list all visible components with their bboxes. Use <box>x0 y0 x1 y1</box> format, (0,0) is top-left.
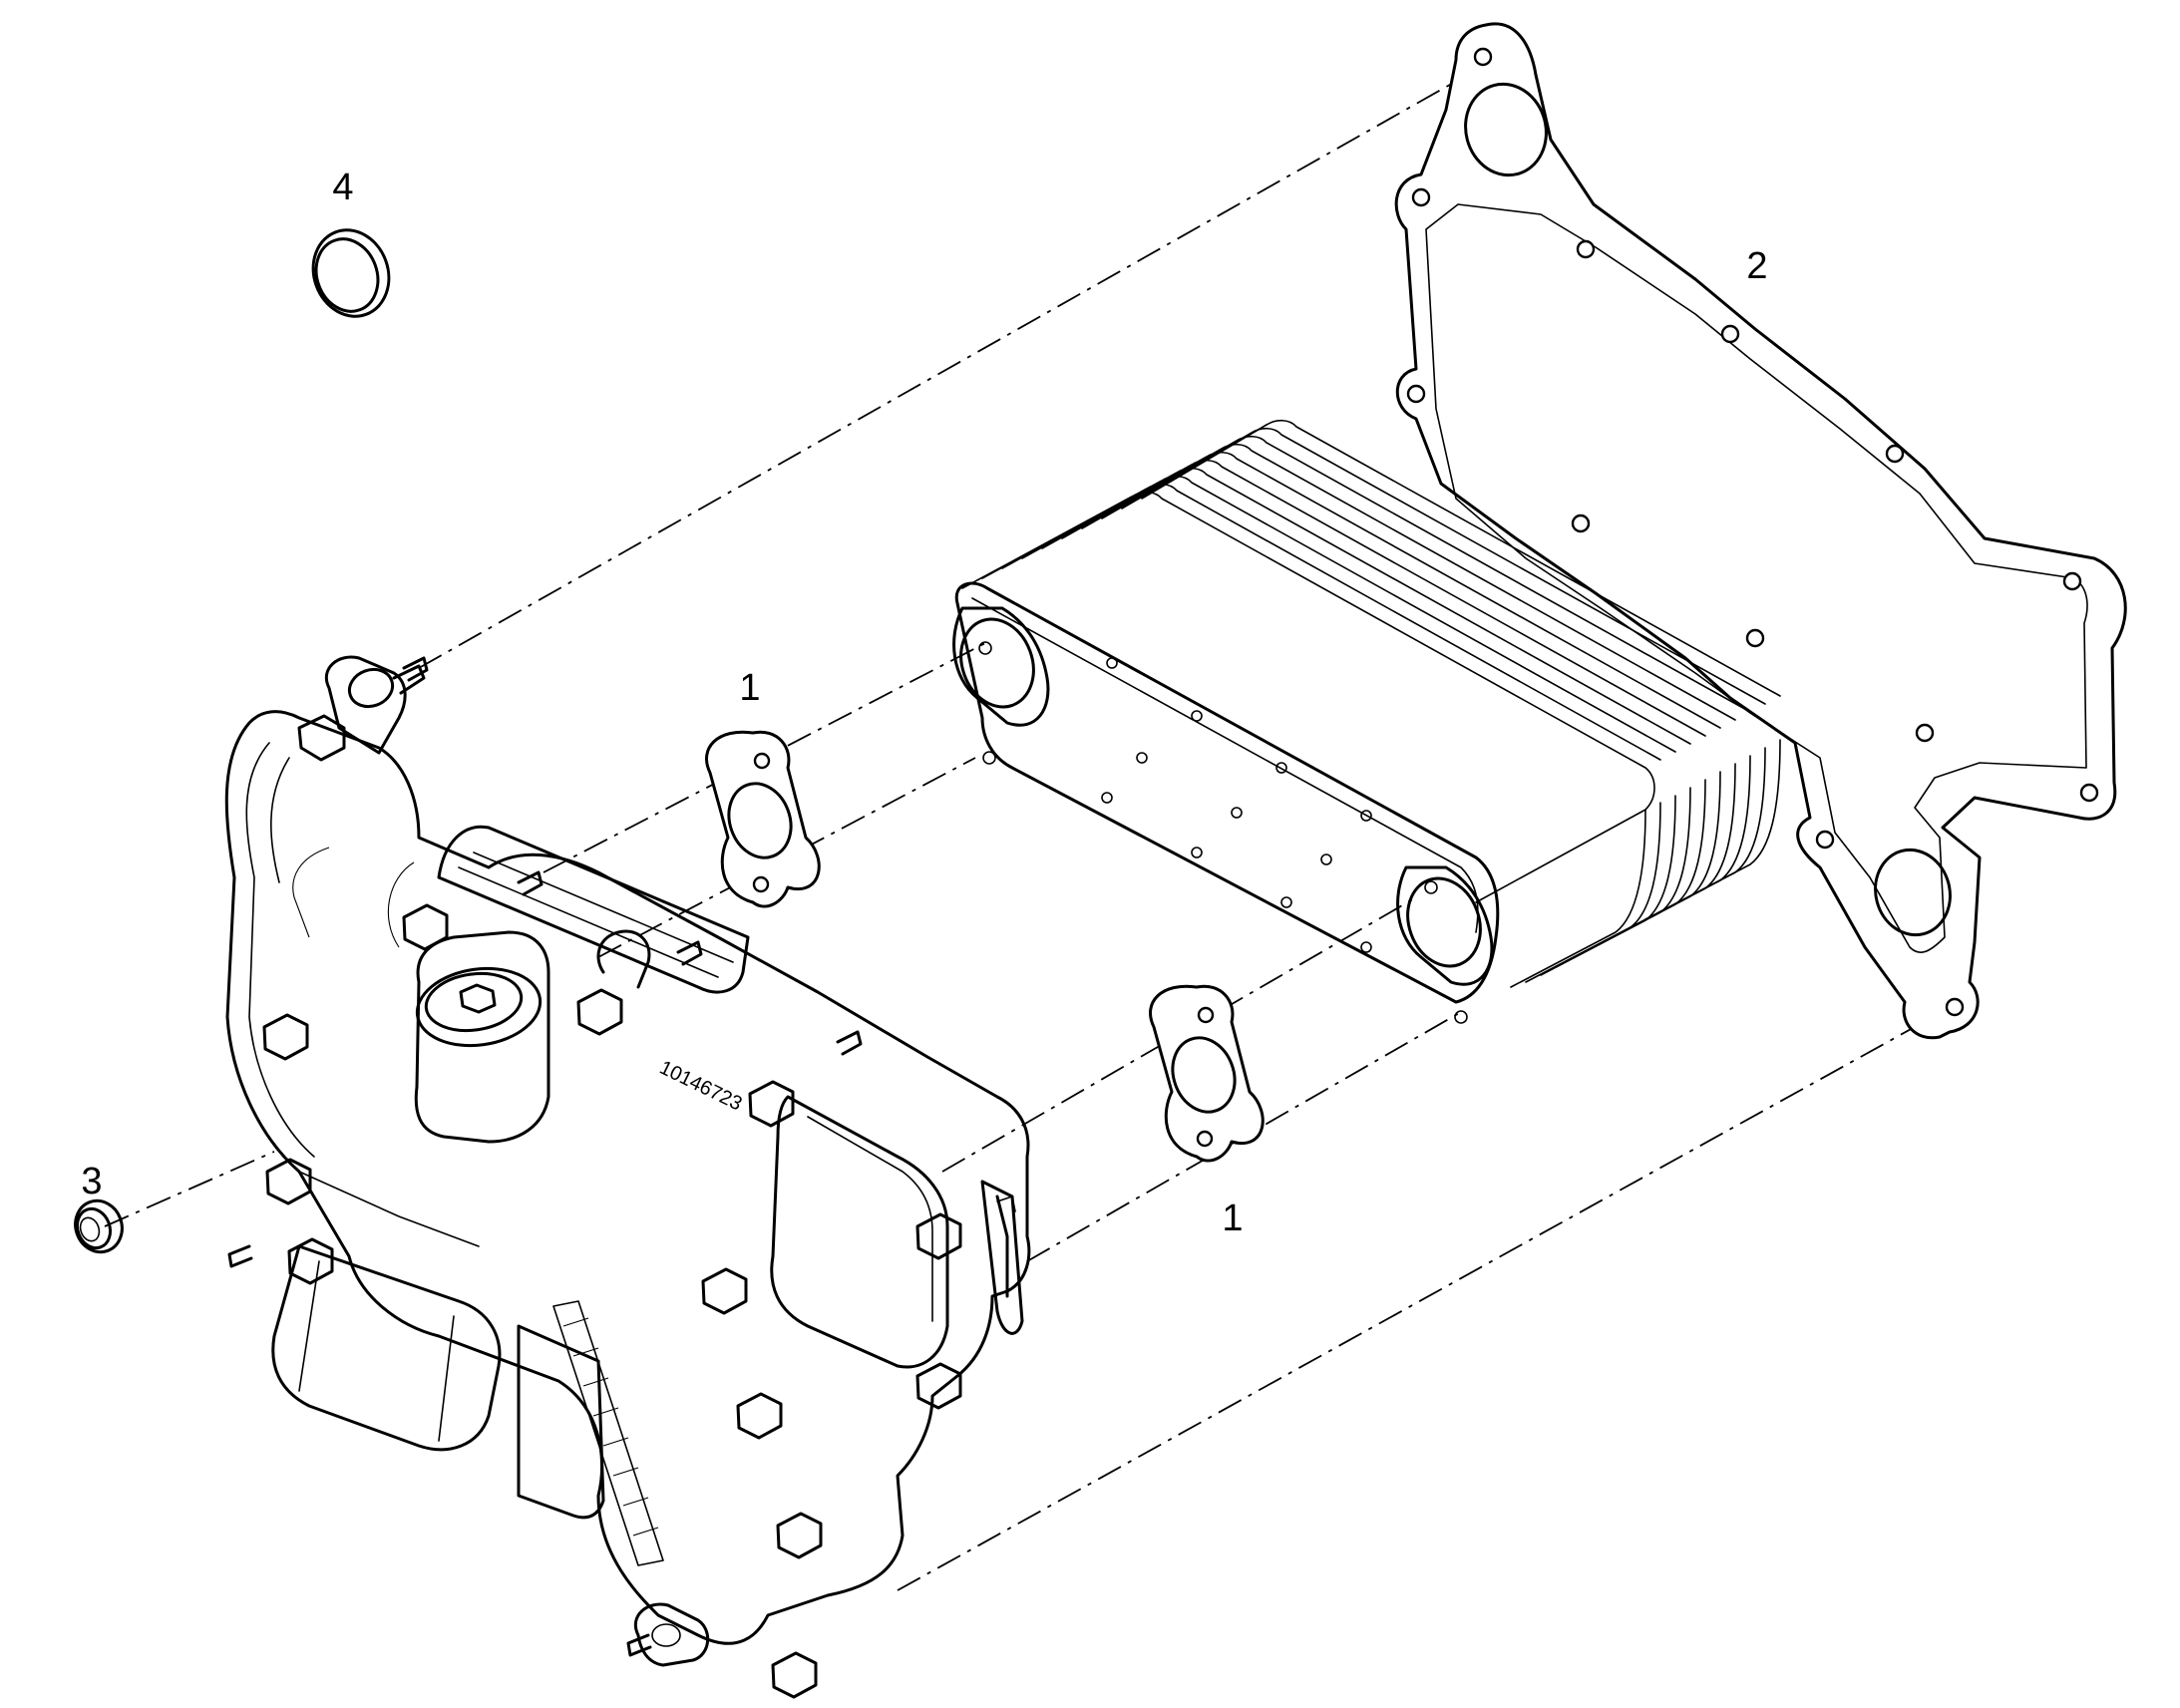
callout-number: 1 <box>1222 1197 1244 1239</box>
callout-number: 3 <box>81 1161 103 1202</box>
oil-cooler-core <box>952 419 1781 1024</box>
small-gasket-part-1-upper <box>705 730 821 908</box>
callout-number: 2 <box>1746 245 1768 287</box>
small-gasket-part-1-lower <box>1149 984 1265 1163</box>
oil-cooler-housing: 10146723 <box>224 655 1031 1699</box>
o-ring-part-4 <box>311 228 391 318</box>
callout-number: 1 <box>739 667 761 709</box>
part-number-marking: 10146723 <box>656 1057 746 1116</box>
cover-gasket-part-2 <box>1394 22 2127 1040</box>
sealing-ring-part-3 <box>74 1198 124 1254</box>
callout-number: 4 <box>332 167 354 208</box>
